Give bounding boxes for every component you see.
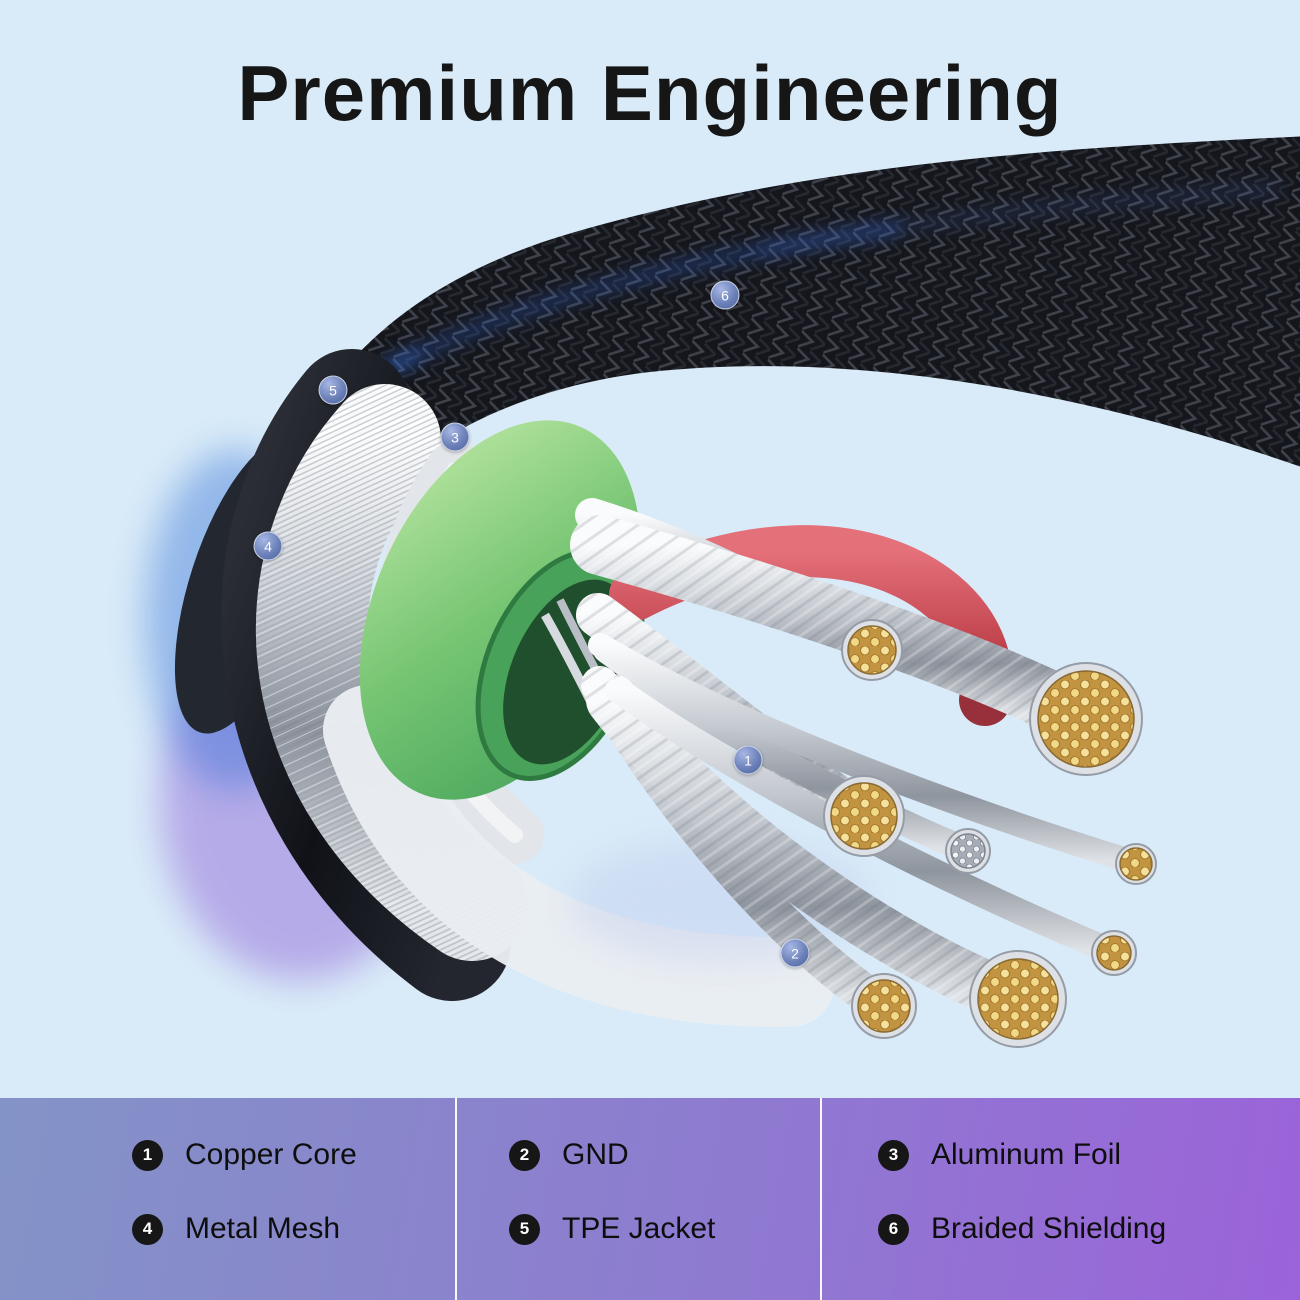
copper-wire-end (851, 973, 917, 1039)
legend-item-tpe-jacket: 5 TPE Jacket (509, 1212, 820, 1246)
legend-label-tpe-jacket: TPE Jacket (562, 1212, 716, 1245)
silver-wire-end (945, 828, 991, 874)
legend-badge-3: 3 (878, 1139, 909, 1171)
legend-badge-6: 6 (878, 1213, 909, 1245)
legend-column-2: 2 GND 5 TPE Jacket (457, 1098, 820, 1300)
callout-marker-1: 1 (733, 745, 763, 775)
copper-wire-end (1029, 662, 1143, 776)
copper-wire-end (1115, 843, 1157, 885)
cable-cutaway-svg (145, 136, 1300, 1048)
legend-divider (820, 1098, 822, 1300)
callout-marker-6: 6 (710, 280, 740, 310)
copper-wire-end (969, 950, 1067, 1048)
callout-number: 5 (329, 382, 337, 398)
legend-column-3: 3 Aluminum Foil 6 Braided Shielding (822, 1098, 1300, 1300)
legend-item-aluminum-foil: 3 Aluminum Foil (878, 1138, 1300, 1172)
callout-number: 6 (721, 287, 729, 303)
callout-marker-4: 4 (253, 531, 283, 561)
legend-badge-5: 5 (509, 1213, 540, 1245)
callout-number: 4 (264, 538, 272, 554)
inner-lining (323, 685, 835, 1028)
copper-wire-end (841, 619, 903, 681)
legend-label-braided-shielding: Braided Shielding (931, 1212, 1167, 1245)
wire-bundles (570, 498, 1142, 1022)
legend-badge-2: 2 (509, 1139, 540, 1171)
legend-divider (455, 1098, 457, 1300)
legend-item-braided-shielding: 6 Braided Shielding (878, 1212, 1300, 1246)
callout-marker-3: 3 (440, 422, 470, 452)
callout-marker-2: 2 (780, 938, 810, 968)
callout-number: 1 (744, 752, 752, 768)
page-title: Premium Engineering (237, 49, 1063, 137)
legend-label-gnd: GND (562, 1138, 629, 1171)
legend-badge-1: 1 (132, 1139, 163, 1171)
legend-column-1: 1 Copper Core 4 Metal Mesh (0, 1098, 455, 1300)
copper-wire-end (1091, 930, 1137, 976)
legend-item-metal-mesh: 4 Metal Mesh (132, 1212, 455, 1246)
legend-label-copper-core: Copper Core (185, 1138, 357, 1171)
callout-number: 3 (451, 429, 459, 445)
legend-label-metal-mesh: Metal Mesh (185, 1212, 341, 1245)
callout-number: 2 (791, 945, 799, 961)
legend-item-copper-core: 1 Copper Core (132, 1138, 455, 1172)
legend-bar: 1 Copper Core 4 Metal Mesh 2 GND 5 TPE J… (0, 1098, 1300, 1300)
callout-marker-5: 5 (318, 375, 348, 405)
copper-wire-end (823, 775, 905, 857)
legend-item-gnd: 2 GND (509, 1138, 820, 1172)
legend-label-aluminum-foil: Aluminum Foil (931, 1138, 1122, 1171)
legend-badge-4: 4 (132, 1213, 163, 1245)
cable-cutaway-illustration: 1 2 3 4 5 6 (145, 136, 1300, 1048)
